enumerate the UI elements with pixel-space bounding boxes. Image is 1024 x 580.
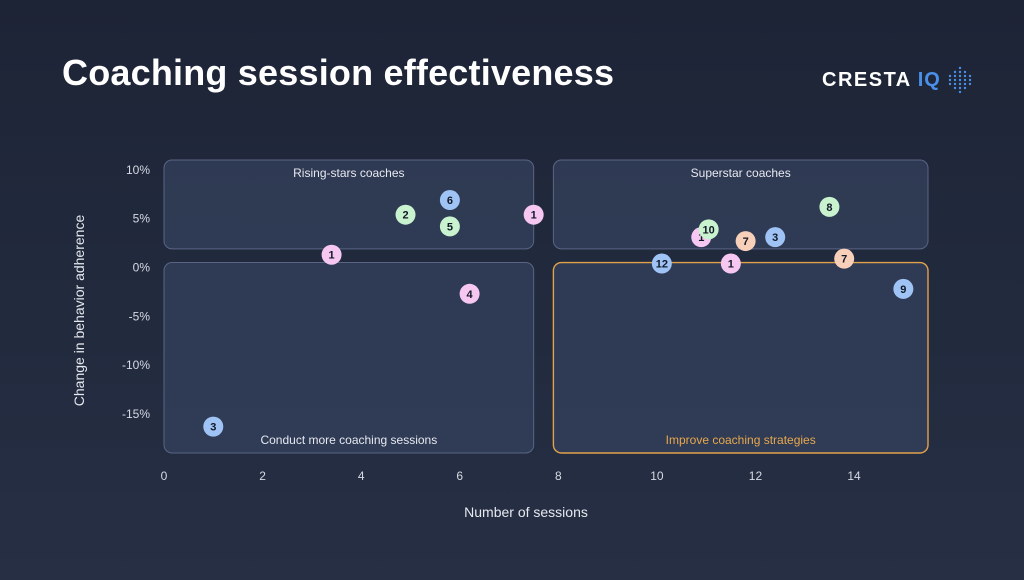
point-label: 3: [210, 422, 216, 434]
y-axis-ticks: 10% 5% 0% -5% -10% -15%: [122, 163, 150, 421]
logo-dots-icon: [948, 66, 972, 94]
point-label: 1: [531, 210, 537, 222]
point-marker: [439, 216, 460, 237]
point-marker: [321, 244, 342, 265]
point-label: 5: [447, 221, 453, 233]
point-label: 3: [772, 232, 778, 244]
y-axis-label: Change in behavior adherence: [71, 215, 87, 407]
point-label: 6: [447, 195, 453, 207]
quadrant-label-rising-stars: Rising-stars coaches: [293, 166, 404, 180]
data-point: 1: [321, 244, 342, 265]
data-point: 5: [439, 216, 460, 237]
point-marker: [819, 196, 840, 217]
y-tick-label: 0%: [133, 260, 151, 274]
point-label: 10: [703, 224, 715, 236]
data-point: 6: [439, 190, 460, 211]
point-label: 7: [841, 254, 847, 266]
quadrant-layer: Rising-stars coaches Superstar coachesCon…: [163, 159, 929, 454]
point-marker: [765, 227, 786, 248]
data-point: 12: [651, 253, 672, 274]
data-point: 4: [459, 283, 480, 304]
point-marker: [203, 416, 224, 437]
logo-iq: IQ: [917, 68, 941, 91]
data-point: 7: [834, 248, 855, 269]
logo-wordmark: CRESTA: [822, 68, 912, 91]
point-marker: [523, 204, 544, 225]
point-marker: [651, 253, 672, 274]
page-title: Coaching session effectiveness: [62, 52, 615, 93]
quadrant-label-improve-strategies: Improve coaching strategies: [666, 433, 816, 447]
x-tick-label: 12: [749, 469, 763, 483]
quadrant-label-conduct-more: Conduct more coaching sessions: [260, 433, 437, 447]
y-tick-label: -5%: [129, 309, 151, 323]
x-axis-ticks: 0 2 4 6 8 10 12 14: [161, 469, 861, 483]
data-point: 7: [735, 231, 756, 252]
data-point: 1: [523, 204, 544, 225]
quadrant-conduct-more: [163, 262, 535, 454]
point-label: 9: [900, 284, 906, 296]
point-marker: [698, 219, 719, 240]
x-tick-label: 6: [456, 469, 463, 483]
data-point: 3: [765, 227, 786, 248]
x-tick-label: 14: [847, 469, 861, 483]
point-label: 12: [656, 259, 668, 271]
data-point: 9: [893, 278, 914, 299]
point-marker: [720, 253, 741, 274]
point-label: 1: [728, 259, 734, 271]
data-point: 8: [819, 196, 840, 217]
x-tick-label: 4: [358, 469, 365, 483]
point-label: 2: [402, 210, 408, 222]
point-label: 1: [329, 250, 335, 262]
data-point: 10: [698, 219, 719, 240]
brand-logo: CRESTA IQ: [822, 66, 973, 94]
point-label: 1: [698, 232, 704, 244]
point-marker: [834, 248, 855, 269]
quadrant-label-superstar: Superstar coaches: [691, 166, 791, 180]
x-tick-label: 10: [650, 469, 664, 483]
y-tick-label: 10%: [126, 163, 150, 177]
point-marker: [439, 190, 460, 211]
x-tick-label: 2: [259, 469, 266, 483]
data-point: 1: [720, 253, 741, 274]
point-label: 8: [826, 202, 832, 214]
point-marker: [395, 204, 416, 225]
y-tick-label: -10%: [122, 358, 150, 372]
x-tick-label: 8: [555, 469, 562, 483]
point-marker: [735, 231, 756, 252]
y-tick-label: 5%: [133, 212, 151, 226]
data-point: 3: [203, 416, 224, 437]
y-tick-label: -15%: [122, 407, 150, 421]
data-point: 2: [395, 204, 416, 225]
x-axis-label: Number of sessions: [464, 504, 588, 520]
point-marker: [459, 283, 480, 304]
point-marker: [893, 278, 914, 299]
point-label: 7: [743, 236, 749, 248]
x-tick-label: 0: [161, 469, 168, 483]
quadrant-improve-strategies: [552, 261, 929, 454]
point-label: 4: [467, 289, 474, 301]
